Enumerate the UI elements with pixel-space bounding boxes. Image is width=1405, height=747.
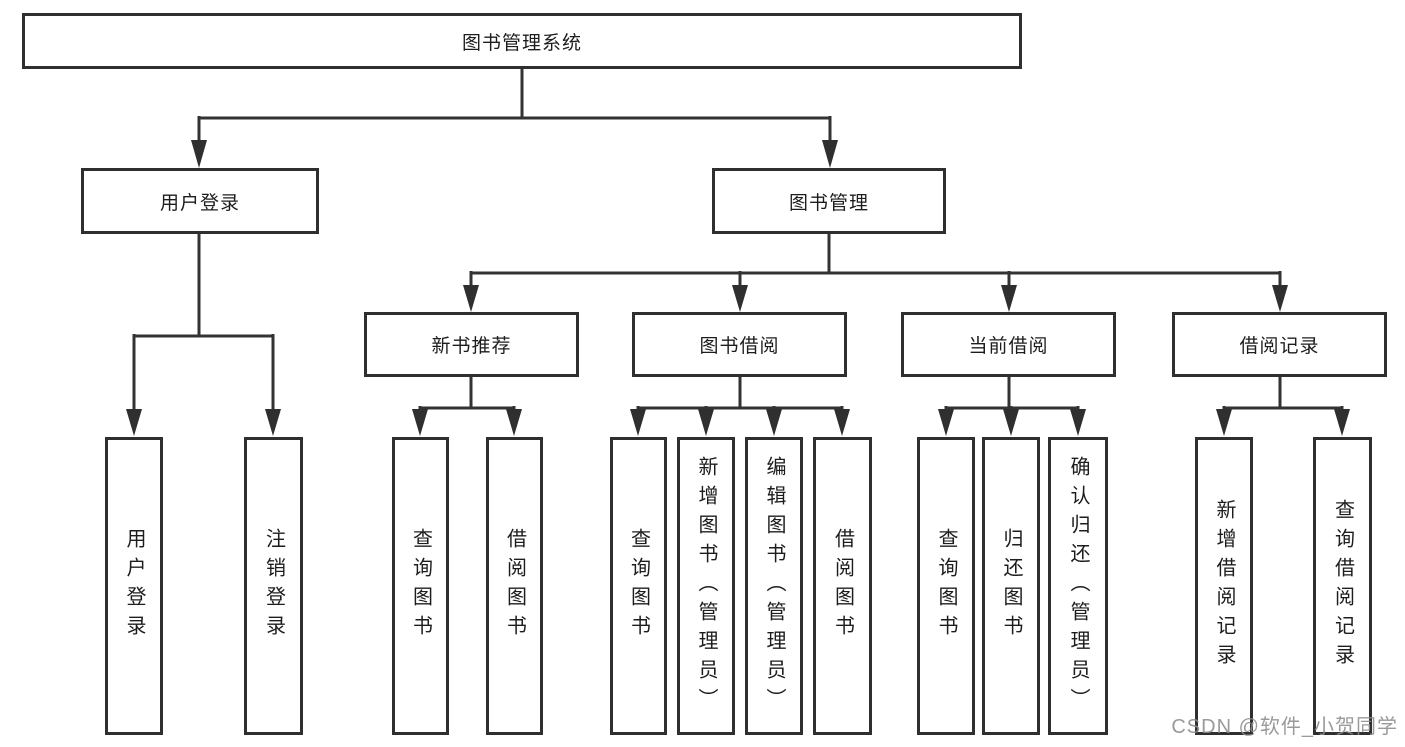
node-new-book-recommend: 新书推荐 — [364, 312, 579, 377]
leaf-user-login: 用户登录 — [105, 437, 163, 735]
connector-paths — [132, 69, 1344, 412]
leaf-query-books-borrow: 查询图书 — [610, 437, 667, 735]
leaf-confirm-return-admin: 确认归还（管理员） — [1048, 437, 1108, 735]
arrow-down-icon — [766, 409, 782, 436]
leaf-label: 注销登录 — [262, 528, 285, 644]
node-root: 图书管理系统 — [22, 13, 1022, 69]
node-book-borrow: 图书借阅 — [632, 312, 847, 377]
leaf-return-book: 归还图书 — [982, 437, 1040, 735]
arrow-down-icon — [412, 409, 428, 436]
arrow-down-icon — [126, 409, 142, 436]
leaf-label: 查询图书 — [409, 528, 432, 644]
arrow-down-icon — [698, 409, 714, 436]
arrow-down-icon — [1003, 409, 1019, 436]
connector-new-book-children — [418, 377, 516, 412]
leaf-label: 归还图书 — [1000, 528, 1022, 644]
arrow-down-icon — [938, 409, 954, 436]
connector-book-borrow-children — [636, 377, 844, 412]
leaf-borrow-books: 借阅图书 — [813, 437, 872, 735]
arrow-down-icon — [732, 285, 748, 312]
leaf-label: 借阅图书 — [503, 528, 526, 644]
leaf-label: 查询借阅记录 — [1331, 499, 1354, 673]
leaf-query-books-current: 查询图书 — [917, 437, 975, 735]
arrow-down-icon — [265, 409, 281, 436]
arrow-down-icon — [506, 409, 522, 436]
arrow-down-icon — [630, 409, 646, 436]
leaf-query-borrow-record: 查询借阅记录 — [1313, 437, 1372, 735]
leaf-logout: 注销登录 — [244, 437, 303, 735]
leaf-label: 新增图书（管理员） — [695, 455, 717, 717]
leaf-label: 新增借阅记录 — [1213, 499, 1235, 673]
arrow-down-icon — [1070, 409, 1086, 436]
arrowheads — [126, 140, 1350, 436]
node-user-login: 用户登录 — [81, 168, 319, 234]
node-current-borrow: 当前借阅 — [901, 312, 1116, 377]
leaf-add-borrow-record: 新增借阅记录 — [1195, 437, 1253, 735]
arrow-down-icon — [191, 140, 207, 168]
node-borrow-records: 借阅记录 — [1172, 312, 1387, 377]
connector-root-to-level2 — [197, 69, 832, 144]
connector-book-management-children — [469, 234, 1282, 288]
leaf-label: 借阅图书 — [831, 528, 854, 644]
connector-user-login-children — [132, 234, 275, 412]
connector-borrow-record-children — [1222, 377, 1344, 412]
leaf-add-book-admin: 新增图书（管理员） — [677, 437, 735, 735]
arrow-down-icon — [1001, 285, 1017, 312]
leaf-edit-book-admin: 编辑图书（管理员） — [745, 437, 803, 735]
arrow-down-icon — [1334, 409, 1350, 436]
node-book-management: 图书管理 — [712, 168, 946, 234]
leaf-label: 编辑图书（管理员） — [763, 455, 785, 717]
arrow-down-icon — [834, 409, 850, 436]
arrow-down-icon — [1272, 285, 1288, 312]
leaf-label: 查询图书 — [935, 528, 957, 644]
leaf-label: 查询图书 — [627, 528, 650, 644]
connector-current-borrow-children — [944, 377, 1080, 412]
leaf-label: 用户登录 — [123, 528, 145, 644]
leaf-borrow-books-recommend: 借阅图书 — [486, 437, 543, 735]
arrow-down-icon — [463, 285, 479, 312]
leaf-label: 确认归还（管理员） — [1067, 455, 1089, 717]
leaf-query-books-recommend: 查询图书 — [392, 437, 449, 735]
arrow-down-icon — [822, 140, 838, 168]
arrow-down-icon — [1216, 409, 1232, 436]
